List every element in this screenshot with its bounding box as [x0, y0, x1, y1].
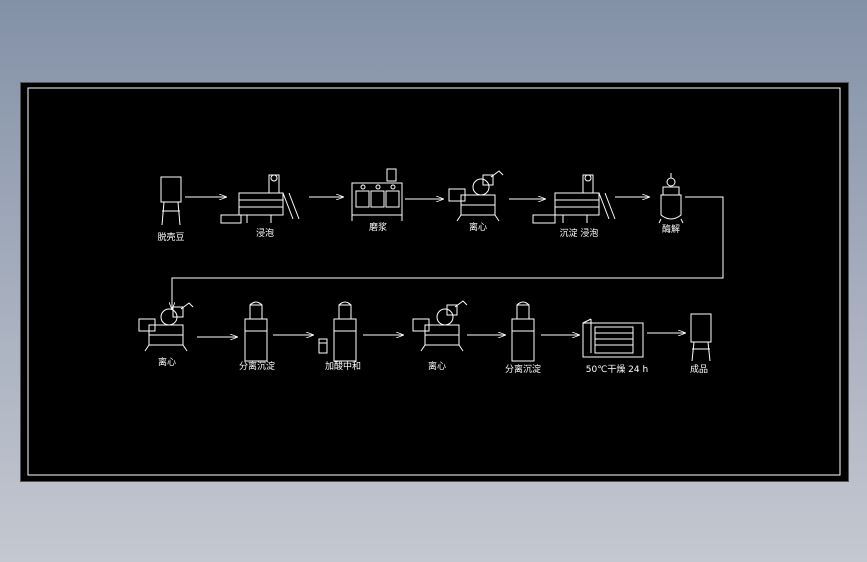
grinder-icon: [351, 168, 403, 221]
cad-drawing-canvas: 脱壳豆 浸泡 磨浆 离心 沉淀 浸泡 酶解 离心 分离沉淀 加酸中和 离心 分离…: [20, 82, 849, 482]
step-label: 分离沉淀: [505, 363, 541, 375]
step-label: 分离沉淀: [239, 360, 275, 372]
centrifuge-icon: [412, 300, 468, 352]
step-label: 成品: [690, 363, 708, 375]
silo-bin-icon: [160, 176, 182, 226]
step-label: 离心: [158, 356, 176, 368]
soaking-machine-icon: [220, 174, 300, 224]
step-label: 50℃干燥 24 h: [586, 364, 648, 375]
centrifuge-icon: [448, 170, 504, 222]
step-label: 脱壳豆: [157, 231, 184, 243]
drawing-frame: [27, 87, 841, 476]
neutralizer-tank-icon: [318, 301, 357, 362]
step-label: 浸泡: [256, 227, 274, 239]
step-label: 沉淀 浸泡: [560, 227, 599, 239]
separator-tank-icon: [511, 301, 535, 362]
step-label: 加酸中和: [325, 360, 361, 372]
reactor-tank-icon: [658, 173, 684, 224]
return-flow-arrow: [172, 196, 724, 309]
separator-tank-icon: [244, 301, 268, 362]
process-flow-diagram: 脱壳豆 浸泡 磨浆 离心 沉淀 浸泡 酶解 离心 分离沉淀 加酸中和 离心 分离…: [27, 87, 841, 476]
step-label: 离心: [469, 221, 487, 233]
centrifuge-icon: [138, 302, 194, 352]
step-label: 离心: [428, 360, 446, 372]
step-label: 酶解: [662, 223, 680, 235]
product-bin-icon: [690, 313, 712, 362]
soaking-machine-icon: [532, 174, 616, 224]
drying-oven-icon: [582, 318, 644, 358]
step-label: 磨浆: [369, 221, 387, 233]
